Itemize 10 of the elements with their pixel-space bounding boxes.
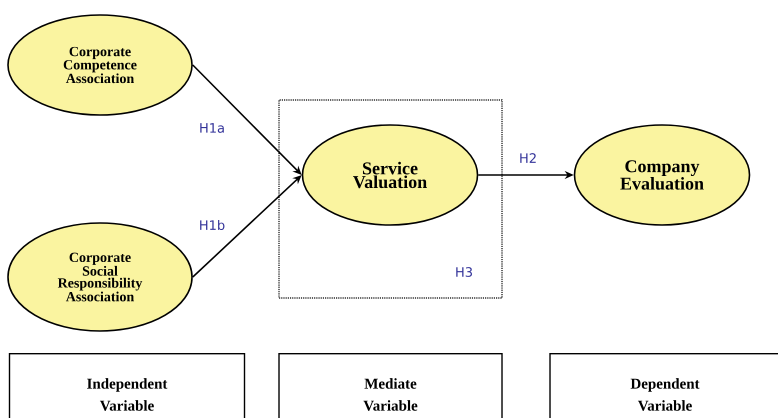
ellipse-node: Corporate Competence Association (7, 14, 193, 116)
ellipse-node: Company Evaluation (574, 124, 750, 226)
ellipse-node: Corporate Social Responsibility Association (7, 222, 193, 332)
edge-label: H2 (518, 152, 538, 164)
variable-box: Independent Variable (8, 353, 246, 418)
edge-label: H1a (198, 122, 226, 134)
variable-box: Mediate Variable (278, 353, 503, 418)
ellipse-node: Service Valuation (302, 124, 478, 226)
variable-box: Dependent Variable (549, 353, 778, 418)
edge-label: H1b (198, 218, 226, 232)
